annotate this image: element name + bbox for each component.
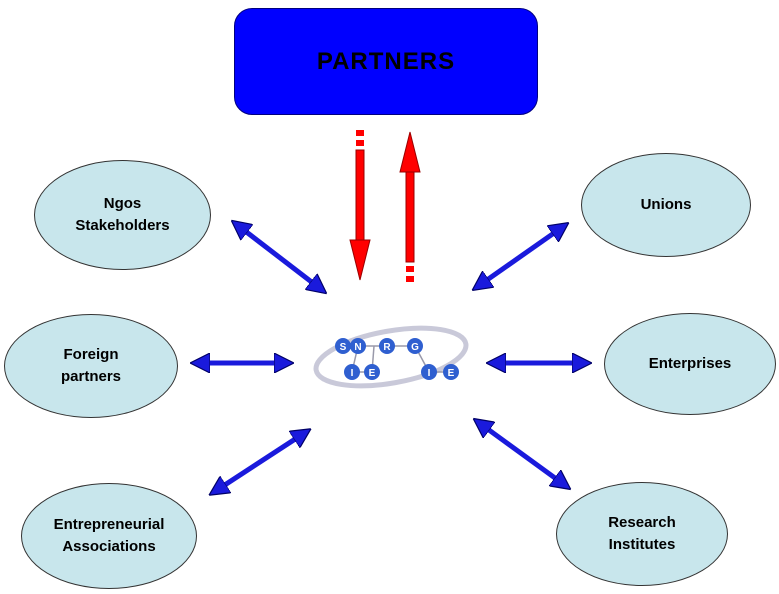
node-label-line2: Associations (62, 538, 156, 555)
logo-letter-g: G (411, 342, 419, 353)
partners-box: PARTNERS (234, 8, 538, 115)
node-unions: Unions (581, 153, 751, 257)
node-ngos-stakeholders: Ngos Stakeholders (34, 160, 211, 270)
logo-letter-e1: E (369, 368, 376, 379)
arrow-ngos (236, 224, 322, 290)
logo-letter-n: N (354, 342, 361, 353)
logo-letter-i1: I (351, 368, 354, 379)
node-label-line1: Entrepreneurial (53, 516, 165, 533)
node-foreign-partners: Foreign partners (4, 314, 178, 418)
node-label-line1: Unions (640, 196, 692, 213)
arrow-unions (477, 226, 564, 287)
logo-letter-s: S (340, 342, 347, 353)
node-label-line2: Institutes (608, 536, 676, 553)
arrow-entrepreneurial (214, 432, 306, 492)
red-down-arrow (349, 130, 371, 281)
node-label-line2: partners (60, 368, 122, 385)
red-up-arrow (399, 131, 421, 282)
node-label-line1: Ngos (103, 195, 142, 212)
logo-letter-i2: I (428, 368, 431, 379)
center-logo: S N R G I E I E (313, 325, 469, 389)
partners-label: PARTNERS (316, 47, 456, 75)
node-label-line2: Stakeholders (75, 217, 170, 234)
node-label-line1: Research (608, 514, 676, 531)
node-entrepreneurial-associations: Entrepreneurial Associations (21, 483, 197, 589)
logo-letter-r: R (383, 342, 391, 353)
node-enterprises: Enterprises (604, 313, 776, 415)
logo-letter-e2: E (448, 368, 455, 379)
node-label-line1: Enterprises (648, 355, 732, 372)
node-research-institutes: Research Institutes (556, 482, 728, 586)
node-label-line1: Foreign (63, 346, 119, 363)
arrow-research (478, 422, 566, 486)
